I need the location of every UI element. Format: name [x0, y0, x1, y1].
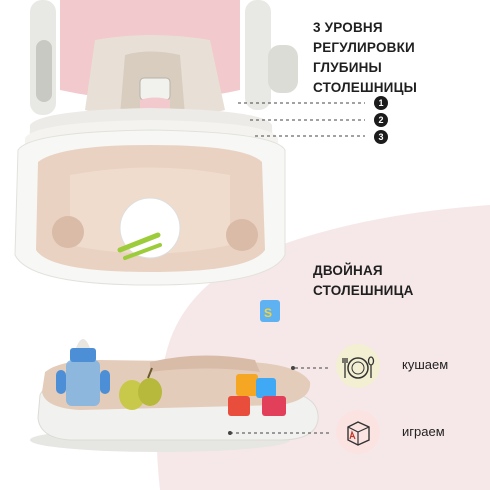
tray-top-lip	[150, 355, 260, 372]
bottle-handle-left	[56, 370, 66, 394]
level-badge-3: 3	[374, 130, 388, 144]
harness-buckle	[139, 77, 171, 101]
toy-block-icon	[347, 421, 370, 446]
toy-block-floating	[260, 300, 280, 322]
plate-fork-spoon-icon	[342, 356, 375, 379]
level-badge-2: 2	[374, 113, 388, 127]
depth-levels-heading-line-1: 3 уровня регулировки	[313, 20, 415, 55]
pear-2	[138, 378, 162, 406]
eat-feature-circle	[336, 344, 380, 388]
bottle-nipple	[76, 339, 90, 348]
pear-stem	[147, 367, 153, 379]
double-tray-heading: Двойная столешница	[313, 261, 483, 301]
double-tray-heading-line-2: столешница	[313, 283, 414, 298]
spoon	[117, 232, 161, 253]
depth-levels-heading-line-2: глубины столешницы	[313, 60, 418, 95]
frame-clip-left	[36, 40, 52, 102]
bottle-body	[66, 360, 100, 406]
toy-block-2	[256, 378, 276, 398]
level-badge-1: 1	[374, 96, 388, 110]
play-feature-label: играем	[402, 424, 445, 439]
eat-feature-label: кушаем	[402, 357, 449, 372]
chair-frame-right	[245, 0, 271, 110]
pear-1	[119, 380, 145, 410]
leader-dot-play	[228, 431, 232, 435]
toy-block-3	[228, 396, 250, 416]
depth-levels-heading: 3 уровня регулировки глубины столешницы	[313, 18, 488, 98]
double-tray-heading-line-1: Двойная	[313, 263, 383, 278]
toy-block-1	[236, 374, 258, 396]
frame-clip-right	[268, 45, 298, 93]
toy-block-floating-glyph: S	[264, 306, 272, 320]
cup-holder-right	[226, 219, 258, 251]
cup-holder-left	[52, 216, 84, 248]
bottle-cap	[70, 348, 96, 362]
leader-dot-eat	[291, 366, 295, 370]
bottle-handle-right	[100, 370, 110, 394]
toy-block-4	[262, 396, 286, 416]
fork	[123, 243, 162, 260]
play-feature-circle	[336, 410, 380, 454]
